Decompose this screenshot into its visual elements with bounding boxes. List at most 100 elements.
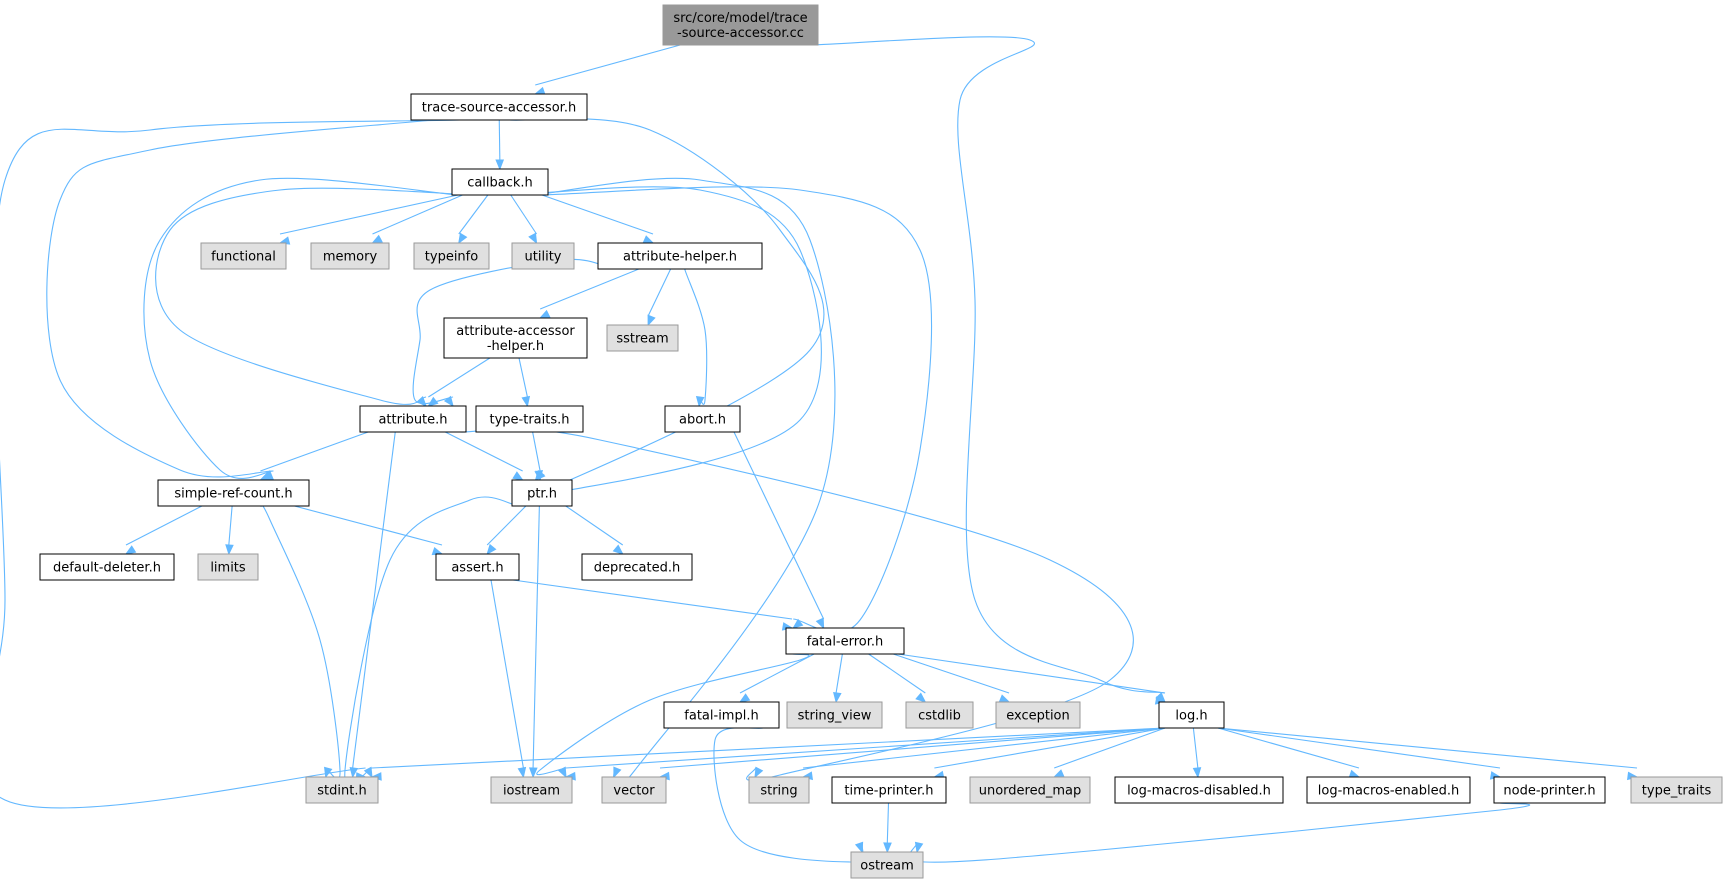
- node-simple-ref-count-h[interactable]: simple-ref-count.h: [157, 479, 310, 507]
- node-box: [581, 553, 693, 581]
- edge-arrowhead: [458, 232, 468, 245]
- edge-line: [535, 44, 681, 86]
- node-trace-source-accessor-h[interactable]: trace-source-accessor.h: [410, 93, 588, 121]
- edge-line: [294, 505, 443, 546]
- edge-arrowhead: [1052, 769, 1065, 778]
- node-box: [1630, 776, 1723, 804]
- edge-line: [886, 802, 890, 844]
- node-box: [1158, 701, 1225, 729]
- node-node-printer-h[interactable]: node-printer.h: [1493, 776, 1606, 804]
- edge-arrowhead: [517, 766, 527, 779]
- node-label: default-deleter.h: [53, 561, 161, 576]
- node-label: type_traits: [1642, 784, 1712, 799]
- node-label: attribute-helper.h: [623, 250, 737, 265]
- edge-line: [659, 727, 1166, 769]
- node-label: callback.h: [467, 176, 533, 191]
- edge-arrowhead: [915, 692, 927, 703]
- node-label: utility: [525, 250, 562, 265]
- node-label: attribute.h: [378, 413, 447, 428]
- node-fatal-error-h[interactable]: fatal-error.h: [785, 627, 905, 655]
- edge-attribute-h-to-string: [459, 427, 1134, 781]
- node-box: [413, 242, 490, 270]
- edge-arrowhead: [914, 841, 924, 854]
- node-label: -source-accessor.cc: [677, 26, 804, 41]
- node-box: [850, 851, 924, 879]
- edge-assert-h-to-iostream: [490, 579, 527, 779]
- node-abort-h[interactable]: abort.h: [664, 405, 741, 433]
- node-log-h[interactable]: log.h: [1158, 701, 1225, 729]
- node-attribute-helper-h[interactable]: attribute-helper.h: [597, 242, 763, 270]
- node-assert-h[interactable]: assert.h: [435, 553, 520, 581]
- node-box: [1114, 776, 1284, 804]
- edges-layer: [0, 36, 1639, 863]
- node-label: time-printer.h: [844, 784, 933, 799]
- edge-arrowhead: [538, 309, 551, 319]
- node-attribute-h[interactable]: attribute.h: [359, 405, 467, 433]
- edge-line: [811, 36, 1166, 694]
- edge-arrowhead: [443, 395, 454, 408]
- edge-fatal-error-h-to-string-view: [833, 653, 843, 704]
- node-memory: memory: [310, 242, 390, 270]
- node-stdint-h: stdint.h: [305, 776, 379, 804]
- node-box: [511, 242, 575, 270]
- edge-line: [565, 505, 624, 546]
- edge-line: [1217, 727, 1360, 769]
- node-default-deleter-h[interactable]: default-deleter.h: [39, 553, 175, 581]
- edge-line: [533, 177, 836, 790]
- edge-line: [352, 431, 396, 769]
- node-utility: utility: [511, 242, 575, 270]
- node-log-macros-enabled-h[interactable]: log-macros-enabled.h: [1306, 776, 1471, 804]
- edge-arrowhead: [998, 694, 1011, 703]
- node-time-printer-h[interactable]: time-printer.h: [831, 776, 947, 804]
- node-unordered-map: unordered_map: [969, 776, 1091, 804]
- node-root[interactable]: src/core/model/trace-source-accessor.cc: [662, 4, 819, 46]
- node-attribute-accessor-helper-h[interactable]: attribute-accessor-helper.h: [443, 317, 588, 359]
- node-type-traits-h[interactable]: type-traits.h: [475, 405, 584, 433]
- node-label: sstream: [616, 332, 668, 347]
- edge-line: [445, 431, 523, 472]
- node-box: [969, 776, 1091, 804]
- edge-line: [512, 579, 793, 620]
- edge-arrowhead: [349, 767, 359, 779]
- edge-trace-source-accessor-h-to-callback-h: [495, 119, 505, 171]
- edge-arrowhead: [486, 543, 497, 556]
- edge-line: [518, 357, 528, 398]
- node-label: log-macros-disabled.h: [1127, 784, 1271, 799]
- edge-ptr-h-to-assert-h: [486, 505, 527, 556]
- node-box: [664, 405, 741, 433]
- node-type-traits: type_traits: [1630, 776, 1723, 804]
- edge-attribute-accessor-helper-h-to-type-traits-h: [518, 357, 531, 408]
- node-ptr-h[interactable]: ptr.h: [511, 479, 573, 507]
- node-sstream: sstream: [606, 324, 679, 352]
- edge-line: [459, 427, 1134, 781]
- node-label: limits: [210, 561, 246, 576]
- node-box: [831, 776, 947, 804]
- node-fatal-impl-h[interactable]: fatal-impl.h: [663, 701, 780, 729]
- node-deprecated-h[interactable]: deprecated.h: [581, 553, 693, 581]
- edge-line: [897, 653, 1166, 694]
- node-label: -helper.h: [487, 339, 544, 354]
- edge-arrowhead: [528, 767, 538, 779]
- edge-line: [802, 727, 1166, 769]
- edge-attribute-accessor-helper-h-to-attribute-h: [427, 357, 491, 407]
- edge-arrowhead: [883, 842, 892, 854]
- edge-simple-ref-count-h-to-stdint-h: [260, 504, 341, 780]
- edge-line: [835, 653, 843, 694]
- node-label: type-traits.h: [490, 413, 570, 428]
- edge-attribute-h-to-stdint-h: [349, 431, 396, 779]
- edge-arrowhead: [124, 545, 137, 555]
- node-callback-h[interactable]: callback.h: [451, 168, 549, 196]
- node-ostream: ostream: [850, 851, 924, 879]
- node-box: [451, 168, 549, 196]
- edge-arrowhead: [521, 395, 531, 408]
- edge-node-printer-h-to-ostream: [908, 802, 1531, 863]
- edge-line: [125, 505, 203, 546]
- node-label: typeinfo: [425, 250, 478, 265]
- node-log-macros-disabled-h[interactable]: log-macros-disabled.h: [1114, 776, 1284, 804]
- node-box: [410, 93, 588, 121]
- edge-callback-h-to-fatal-error-h: [541, 186, 933, 633]
- node-box: [748, 776, 810, 804]
- edge-simple-ref-count-h-to-limits: [225, 505, 234, 556]
- node-vector: vector: [601, 776, 667, 804]
